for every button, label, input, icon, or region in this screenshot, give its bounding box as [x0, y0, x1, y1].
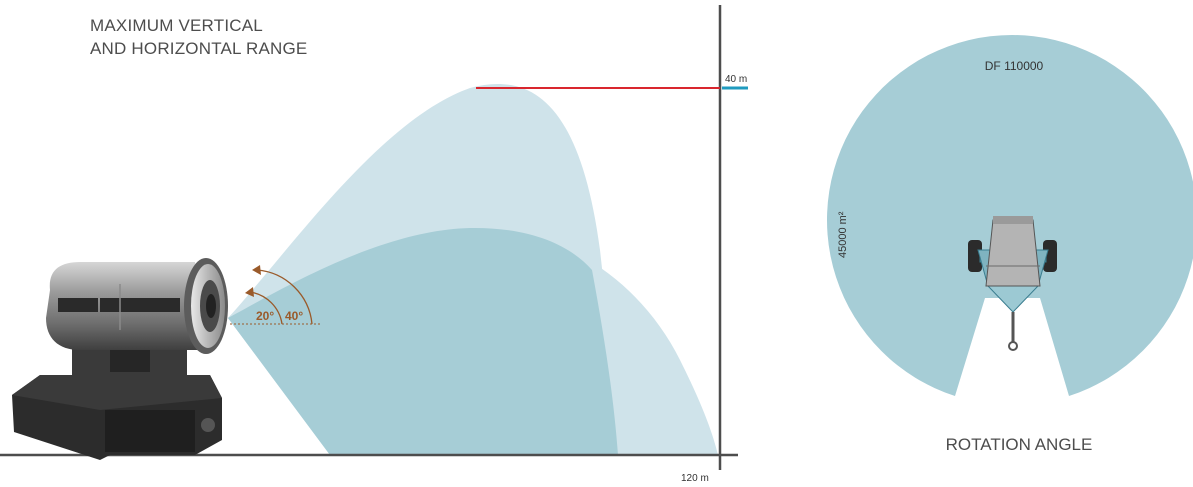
range-heading-line2: AND HORIZONTAL RANGE — [90, 39, 308, 58]
rotation-caption: ROTATION ANGLE — [946, 435, 1093, 454]
angle-label-low: 20° — [256, 309, 274, 323]
angle-arrow-high — [252, 265, 261, 275]
angle-arc-high — [256, 269, 313, 325]
model-label: DF 110000 — [985, 59, 1044, 73]
height-label: 40 m — [725, 74, 747, 85]
range-heading-line1: MAXIMUM VERTICAL — [90, 16, 263, 35]
angle-arc-low — [249, 291, 283, 325]
mist-cannon-illustration — [12, 258, 228, 460]
rotation-area — [827, 35, 1193, 396]
distance-label: 120 m — [681, 473, 709, 484]
range-heading: MAXIMUM VERTICAL AND HORIZONTAL RANGE — [90, 14, 307, 60]
area-label: 45000 m² — [837, 211, 849, 258]
spray-overlap — [228, 227, 618, 455]
angle-arrow-low — [245, 287, 254, 297]
angle-label-high: 40° — [285, 309, 303, 323]
trailer-top-view — [968, 216, 1057, 351]
